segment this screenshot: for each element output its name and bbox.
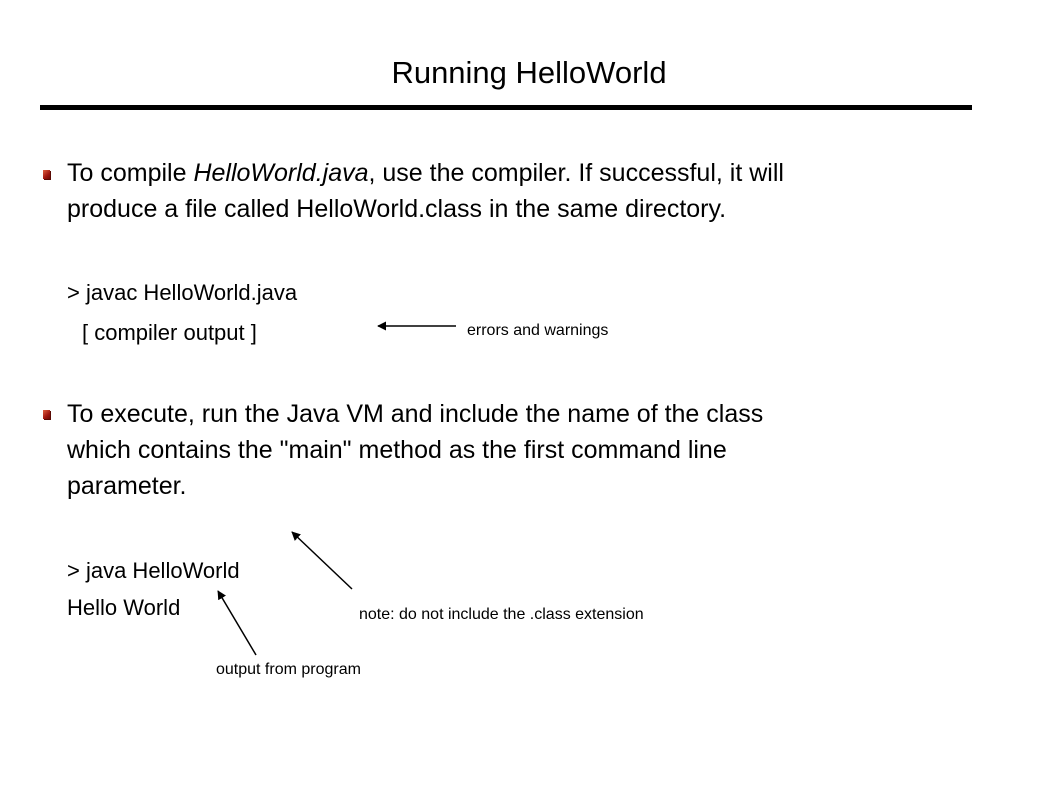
title-divider [40,105,972,110]
compile-line-1: To compile HelloWorld.java, use the comp… [67,155,1027,191]
execute-line-2: which contains the "main" method as the … [67,436,727,464]
compile-text-start: To compile [67,159,194,187]
output-note: output from program [216,661,361,678]
compile-command: > javac HelloWorld.java [67,280,298,305]
run-command: > java HelloWorld [67,558,240,583]
compile-paragraph: To compile HelloWorld.java, use the comp… [67,155,1027,227]
class-extension-note: note: do not include the .class extensio… [359,606,644,623]
output-arrow [217,590,257,656]
bullet-icon [43,170,50,179]
compile-filename: HelloWorld.java [193,159,369,187]
program-output: Hello World [67,595,181,620]
compile-line-2: produce a file called HelloWorld.class i… [67,195,727,223]
compiler-output: [ compiler output ] [82,320,257,345]
execute-line-3: parameter. [67,472,187,500]
execute-line-1: To execute, run the Java VM and include … [67,400,764,428]
errors-note: errors and warnings [467,322,609,339]
bullet-icon [43,410,50,419]
compile-text-end: , use the compiler. If successful, it wi… [368,159,784,187]
class-note-arrow [291,531,353,590]
slide-title: Running HelloWorld [391,55,667,90]
execute-paragraph: To execute, run the Java VM and include … [67,396,1027,504]
